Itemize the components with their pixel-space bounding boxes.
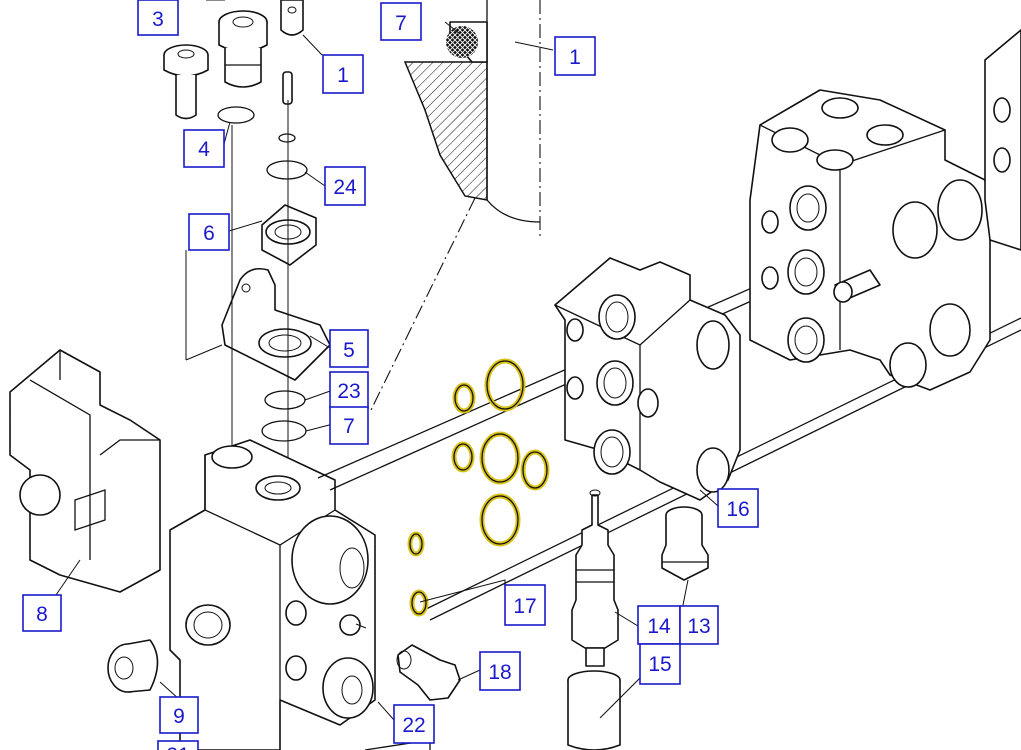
spool-14 [571, 489, 619, 667]
valve-body-inlet [169, 439, 376, 750]
callout-14: 14 [637, 605, 681, 645]
svg-text:16: 16 [726, 498, 749, 521]
plug-9 [107, 639, 159, 693]
flange-6 [261, 204, 317, 266]
plug-13 [661, 506, 709, 581]
callout-9: 9 [159, 696, 199, 734]
bracket-5 [221, 267, 331, 381]
callout-21: 21 [157, 740, 199, 750]
plug-part-3 [163, 44, 209, 120]
o-ring-4 [217, 106, 255, 124]
valve-cartridge [218, 10, 268, 88]
spring-pin [280, 0, 304, 105]
callout-1: 1 [322, 54, 364, 94]
o-ring-7 [261, 420, 307, 442]
o-ring-24 [266, 160, 308, 180]
callout-3: 3 [137, 0, 179, 36]
plug-18 [396, 644, 461, 701]
section-detail [403, 0, 541, 238]
seal-kit-17 [407, 358, 550, 617]
valve-section-far-right [984, 29, 1021, 251]
o-ring-23 [264, 390, 306, 410]
svg-text:6: 6 [203, 222, 215, 245]
callout-22: 22 [393, 704, 435, 744]
callout-13: 13 [679, 605, 719, 645]
callout-7-detail: 7 [380, 2, 422, 41]
callout-23: 23 [329, 371, 369, 409]
svg-text:1: 1 [569, 46, 581, 69]
callout-17: 17 [504, 584, 546, 626]
svg-text:23: 23 [337, 380, 360, 403]
cap-15 [567, 670, 621, 750]
callout-24: 24 [324, 166, 366, 206]
svg-text:5: 5 [343, 339, 355, 362]
svg-text:4: 4 [198, 138, 210, 161]
svg-text:21: 21 [166, 744, 189, 750]
svg-text:14: 14 [647, 615, 671, 638]
washer-small [278, 133, 296, 143]
svg-text:24: 24 [333, 176, 357, 199]
svg-text:7: 7 [343, 415, 355, 438]
callout-4: 4 [183, 129, 225, 168]
svg-text:9: 9 [173, 705, 185, 728]
svg-text:3: 3 [152, 8, 164, 31]
svg-text:1: 1 [337, 64, 349, 87]
callout-5: 5 [329, 329, 369, 368]
end-plate-8 [9, 349, 161, 593]
valve-section-right [749, 89, 991, 391]
svg-text:7: 7 [395, 12, 407, 35]
svg-text:13: 13 [687, 615, 710, 638]
svg-text:17: 17 [513, 595, 536, 618]
callout-6: 6 [188, 213, 230, 251]
callout-18: 18 [479, 651, 521, 691]
valve-section-16 [554, 257, 741, 501]
callout-7: 7 [329, 406, 369, 445]
svg-text:8: 8 [36, 603, 48, 626]
svg-text:15: 15 [648, 653, 671, 676]
callout-1-detail: 1 [554, 36, 596, 76]
callout-16: 16 [717, 488, 759, 528]
svg-text:22: 22 [402, 714, 425, 737]
svg-text:18: 18 [488, 661, 511, 684]
callout-8: 8 [22, 594, 62, 632]
callout-15: 15 [639, 643, 681, 685]
